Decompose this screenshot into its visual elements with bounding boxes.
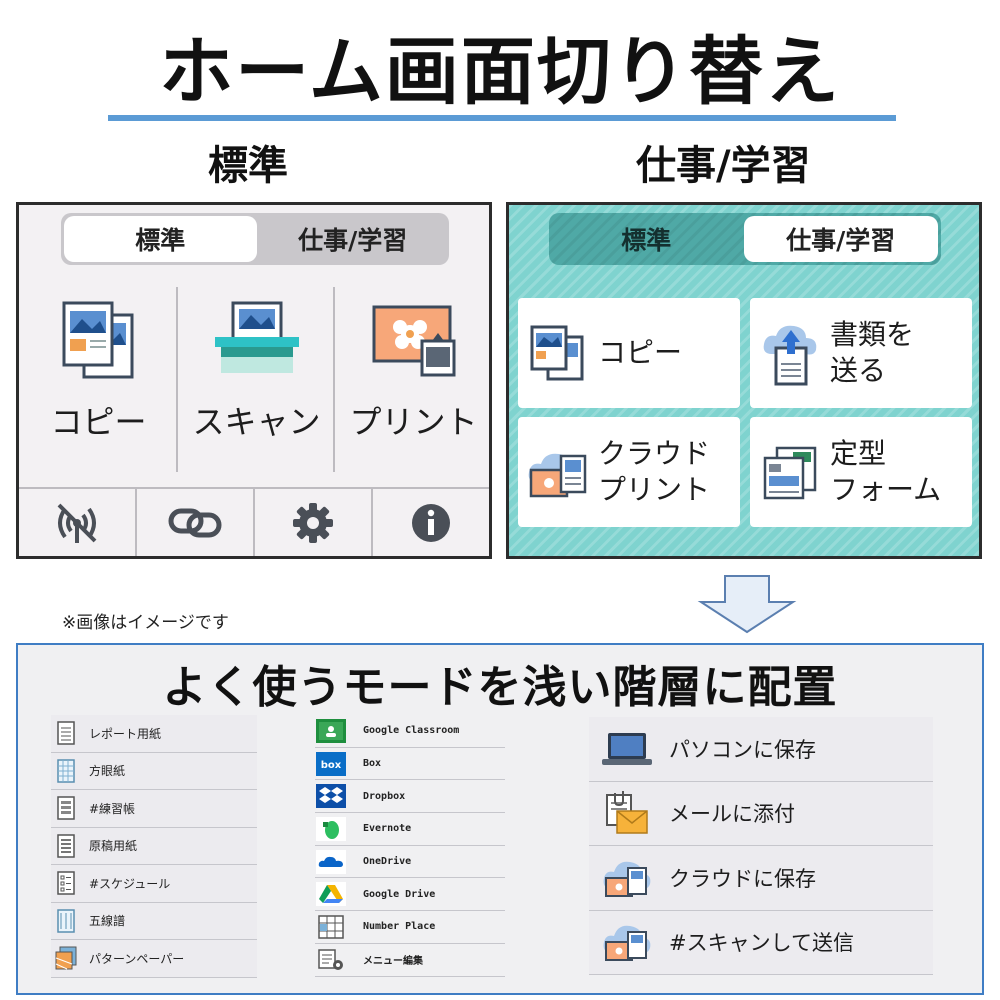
list-item[interactable]: box Box	[315, 748, 505, 781]
forms-list: レポート用紙 方眼紙 #練習帳 原稿用紙 #スケジュール 五線譜 パターンペーパ…	[51, 715, 257, 978]
copy-label: コピー	[50, 403, 147, 441]
list-item[interactable]: 方眼紙	[51, 752, 257, 790]
print-label: プリント	[349, 403, 478, 441]
list-item[interactable]: レポート用紙	[51, 715, 257, 753]
google-drive-icon	[315, 880, 347, 908]
graph-paper-icon	[51, 759, 81, 783]
scan-label: スキャン	[192, 403, 321, 441]
number-place-icon	[315, 913, 347, 941]
work-study-home-screen: 標準 仕事/学習 コピー	[506, 202, 982, 559]
list-item[interactable]: メールに添付	[589, 781, 933, 846]
list-item[interactable]: Dropbox	[315, 780, 505, 814]
gear-icon	[293, 502, 333, 543]
wireless-status-button[interactable]	[19, 489, 137, 556]
laptop-icon	[597, 729, 657, 769]
lined-paper-icon	[51, 721, 81, 745]
page-title: ホーム画面切り替え	[159, 29, 841, 115]
scan-button[interactable]: スキャン	[179, 287, 334, 477]
cloud-print-icon	[518, 442, 598, 502]
bottom-toolbar	[19, 487, 489, 556]
divider	[176, 287, 178, 472]
link-icon	[168, 508, 222, 537]
mail-attachment-icon	[597, 789, 657, 837]
tab-work-study[interactable]: 仕事/学習	[743, 216, 938, 262]
copy-icon	[21, 287, 176, 397]
photo-print-icon	[336, 287, 491, 397]
list-item[interactable]: メニュー編集	[315, 944, 505, 977]
cloud-upload-icon	[750, 320, 830, 386]
list-item[interactable]: Google Classroom	[315, 715, 505, 748]
wireless-icon	[57, 503, 97, 543]
schedule-icon	[51, 871, 81, 895]
google-classroom-icon	[315, 717, 347, 745]
evernote-icon	[315, 815, 347, 843]
list-item[interactable]: パソコンに保存	[589, 717, 933, 782]
scanner-icon	[179, 287, 334, 397]
tile-line1: コピー	[598, 336, 683, 369]
list-item[interactable]: クラウドに保存	[589, 846, 933, 911]
manuscript-paper-icon	[51, 834, 81, 858]
tile-copy[interactable]: コピー	[518, 298, 740, 408]
list-item[interactable]: 五線譜	[51, 902, 257, 940]
copy-button[interactable]: コピー	[21, 287, 176, 477]
tile-template-form[interactable]: 定型 フォーム	[750, 417, 972, 527]
dropbox-icon	[315, 782, 347, 810]
tile-line1: 書類を	[830, 318, 915, 351]
work-mode-label: 仕事/学習	[636, 143, 811, 189]
staff-paper-icon	[51, 909, 81, 933]
cloud-save-icon	[597, 856, 657, 900]
list-item[interactable]: Google Drive	[315, 878, 505, 912]
tile-line2: フォーム	[830, 473, 942, 506]
template-form-icon	[750, 442, 830, 502]
scan-destinations-list: パソコンに保存 メールに添付 クラウドに保存 #スキャンして送信	[589, 717, 933, 975]
tile-send-documents[interactable]: 書類を 送る	[750, 298, 972, 408]
box-icon: box	[315, 750, 347, 778]
tab-standard[interactable]: 標準	[64, 216, 257, 262]
list-item[interactable]: #スケジュール	[51, 865, 257, 903]
tab-work-study[interactable]: 仕事/学習	[298, 226, 408, 255]
divider	[333, 287, 335, 472]
mode-toggle: 標準 仕事/学習	[549, 213, 941, 265]
tile-line1: 定型	[830, 437, 887, 470]
tile-line2: 送る	[830, 354, 887, 387]
standard-mode-label: 標準	[208, 143, 288, 189]
list-item[interactable]: #練習帳	[51, 790, 257, 828]
down-arrow-icon	[697, 575, 797, 634]
standard-home-screen: 標準 仕事/学習 コピー	[16, 202, 492, 559]
mode-toggle: 標準 仕事/学習	[61, 213, 449, 265]
info-button[interactable]	[373, 489, 489, 556]
scan-send-icon	[597, 920, 657, 964]
practice-book-icon	[51, 796, 81, 820]
list-item[interactable]: Number Place	[315, 911, 505, 944]
copy-icon	[518, 323, 598, 383]
list-item[interactable]: #スキャンして送信	[589, 910, 933, 975]
pattern-paper-icon	[51, 946, 81, 970]
svg-text:box: box	[321, 760, 342, 771]
tile-line2: プリント	[598, 473, 711, 506]
list-item[interactable]: パターンペーパー	[51, 940, 257, 978]
connection-button[interactable]	[137, 489, 255, 556]
tile-cloud-print[interactable]: クラウド プリント	[518, 417, 740, 527]
cloud-services-list: Google Classroom box Box Dropbox Evernot…	[315, 715, 505, 977]
title-underline	[108, 115, 896, 121]
feature-summary-box: よく使うモードを浅い階層に配置 レポート用紙 方眼紙 #練習帳 原稿用紙 #スケ…	[16, 643, 984, 995]
summary-title: よく使うモードを浅い階層に配置	[162, 662, 838, 713]
menu-edit-icon	[315, 946, 347, 974]
list-item[interactable]: OneDrive	[315, 846, 505, 879]
settings-button[interactable]	[255, 489, 373, 556]
info-icon	[412, 503, 450, 542]
list-item[interactable]: 原稿用紙	[51, 827, 257, 865]
tab-standard[interactable]: 標準	[621, 226, 672, 255]
image-note: ※画像はイメージです	[62, 613, 229, 633]
tile-line1: クラウド	[598, 437, 711, 470]
print-button[interactable]: プリント	[336, 287, 491, 477]
onedrive-icon	[315, 848, 347, 876]
list-item[interactable]: Evernote	[315, 813, 505, 846]
